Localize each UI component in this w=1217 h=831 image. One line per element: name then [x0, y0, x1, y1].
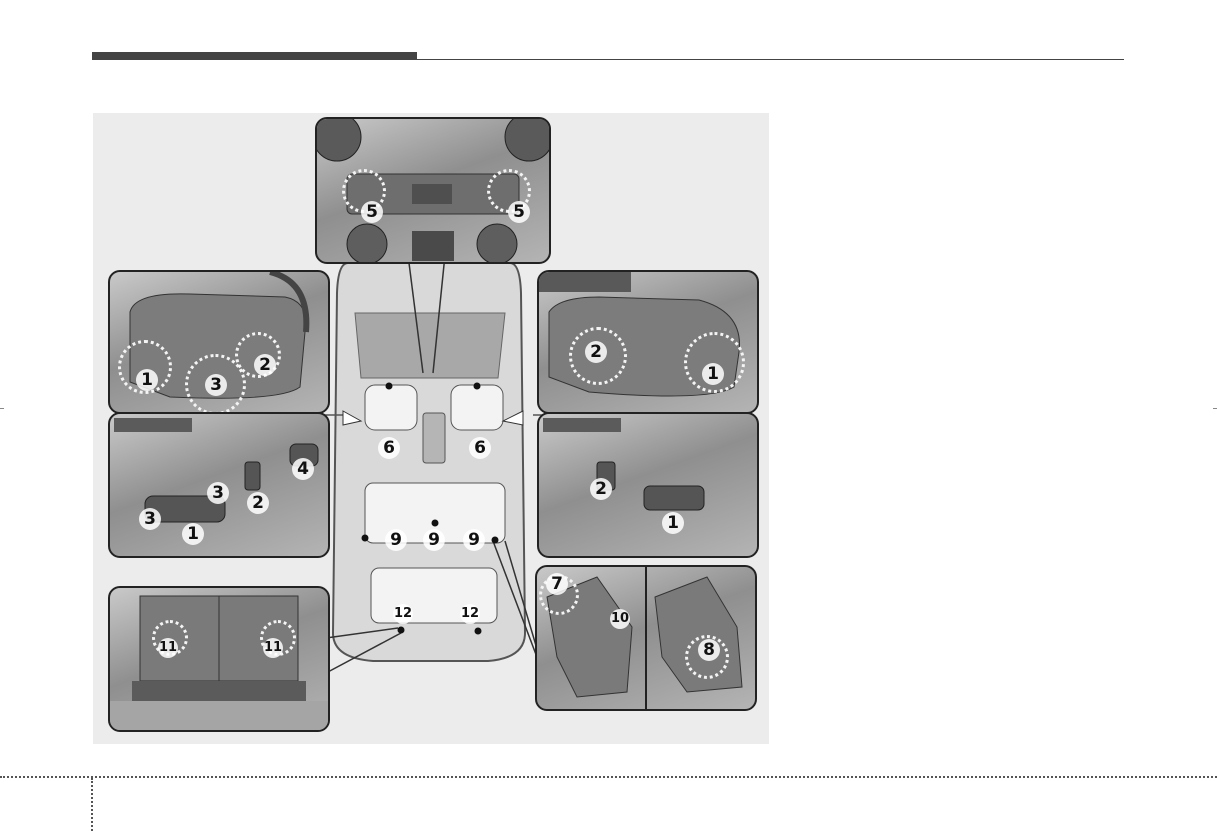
- callout-9-center: 9: [423, 529, 445, 551]
- callout-12-left: 12: [393, 604, 413, 624]
- callout-1: 1: [702, 363, 724, 385]
- passenger-manual-seat-panel: 2 1: [537, 270, 759, 414]
- callout-1: 1: [182, 523, 204, 545]
- passenger-seat: [451, 385, 503, 430]
- driver-manual-seat-panel: 1 2 3: [108, 270, 330, 414]
- callout-2: 2: [590, 478, 612, 500]
- seat-overview-figure: 5 5 1 2 3 1 2 3 3 4 2: [93, 113, 769, 744]
- passenger-power-seat-panel: 2 1: [537, 412, 759, 558]
- footer-rule: [0, 776, 1217, 778]
- callout-6-right: 6: [469, 437, 491, 459]
- callout-9-left: 9: [385, 529, 407, 551]
- callout-12-right: 12: [460, 604, 480, 624]
- callout-10: 10: [610, 609, 630, 629]
- callout-3: 3: [207, 482, 229, 504]
- callout-2: 2: [254, 354, 276, 376]
- driver-seat: [365, 385, 417, 430]
- callout-8: 8: [698, 639, 720, 661]
- cargo-area-panel: 11 11: [108, 586, 330, 732]
- callout-11-left: 11: [158, 638, 178, 658]
- header-rule-thick: [92, 52, 417, 59]
- callout-11-right: 11: [263, 638, 283, 658]
- callout-6-left: 6: [378, 437, 400, 459]
- footer-divider: [91, 778, 93, 831]
- callout-3: 3: [139, 508, 161, 530]
- callout-5-right: 5: [508, 201, 530, 223]
- rear-seat-panel: 7 10 8: [535, 565, 757, 711]
- console-panel: 5 5: [315, 117, 551, 264]
- callout-4: 4: [292, 458, 314, 480]
- callout-1: 1: [662, 512, 684, 534]
- callout-9-right: 9: [463, 529, 485, 551]
- callout-2: 2: [247, 492, 269, 514]
- right-margin-tick: [1213, 408, 1217, 409]
- header-rule-thin: [92, 59, 1124, 60]
- callout-1: 1: [136, 369, 158, 391]
- callout-2: 2: [585, 341, 607, 363]
- callout-7: 7: [546, 573, 568, 595]
- driver-power-seat-panel: 1 2 3 3 4: [108, 412, 330, 558]
- left-margin-tick: [0, 408, 4, 409]
- callout-3: 3: [205, 374, 227, 396]
- callout-5-left: 5: [361, 201, 383, 223]
